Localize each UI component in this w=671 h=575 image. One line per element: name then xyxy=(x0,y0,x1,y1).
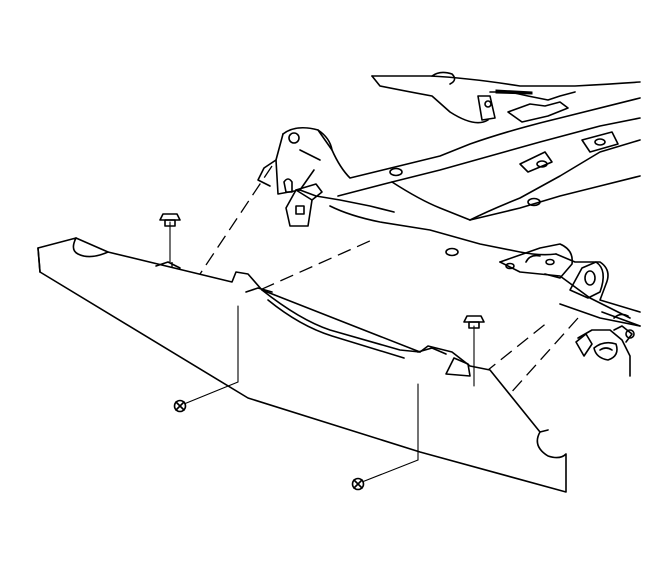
bolt-icon xyxy=(463,315,485,387)
bolt-icon xyxy=(159,213,181,263)
screw-icon xyxy=(351,459,419,491)
screw-icon xyxy=(173,381,239,413)
vehicle-frame-icon xyxy=(257,71,641,377)
skid-shield-plate xyxy=(37,237,567,493)
